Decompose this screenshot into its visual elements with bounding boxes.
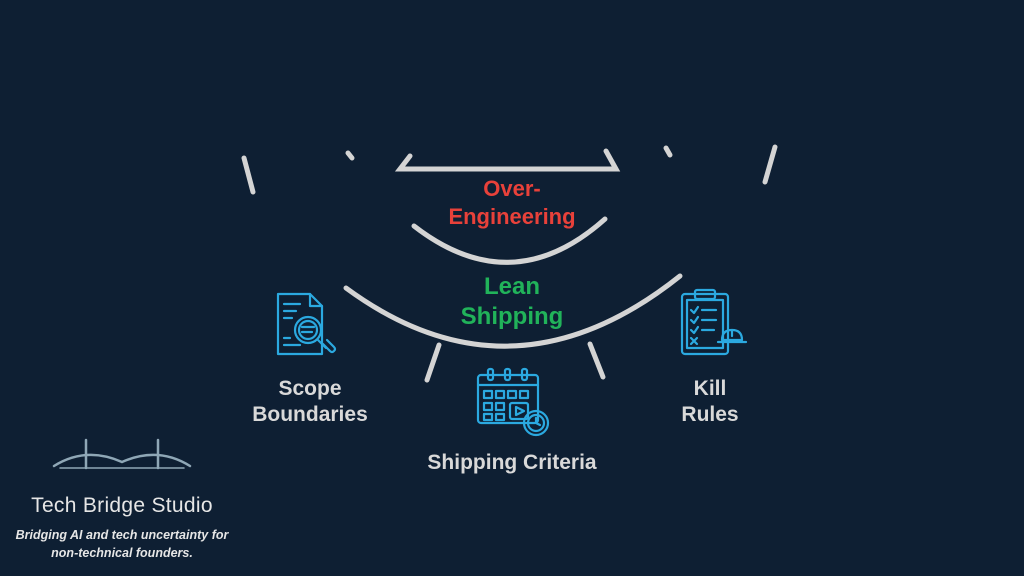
- brand-block: Tech Bridge Studio Bridging AI and tech …: [2, 494, 242, 562]
- bridge-logo-icon: [52, 438, 192, 470]
- right-leg: [587, 341, 606, 380]
- top-bracket: [394, 148, 621, 172]
- document-search-icon: [276, 292, 337, 356]
- outer-arc-right-tick: [663, 145, 673, 158]
- outer-arc-left-segment: [241, 155, 256, 195]
- inner-arc: [411, 216, 608, 265]
- brand-name: Tech Bridge Studio: [31, 494, 213, 517]
- scope-boundaries-label: Scope Boundaries: [252, 377, 368, 427]
- lean-shipping-label: Lean Shipping: [460, 273, 564, 330]
- shipping-criteria-label: Shipping Criteria: [427, 451, 597, 474]
- outer-arc-left-tick: [345, 150, 355, 161]
- middle-arc: [343, 273, 683, 349]
- calendar-play-clock-icon: [476, 367, 550, 437]
- kill-rules-label: Kill Rules: [681, 377, 739, 427]
- brand-tagline: Bridging AI and tech uncertainty for non…: [15, 528, 229, 561]
- left-leg: [424, 342, 442, 383]
- outer-arc-right-segment: [762, 144, 778, 185]
- over-engineering-label: Over- Engineering: [448, 176, 576, 229]
- clipboard-checklist-icon: [680, 288, 748, 356]
